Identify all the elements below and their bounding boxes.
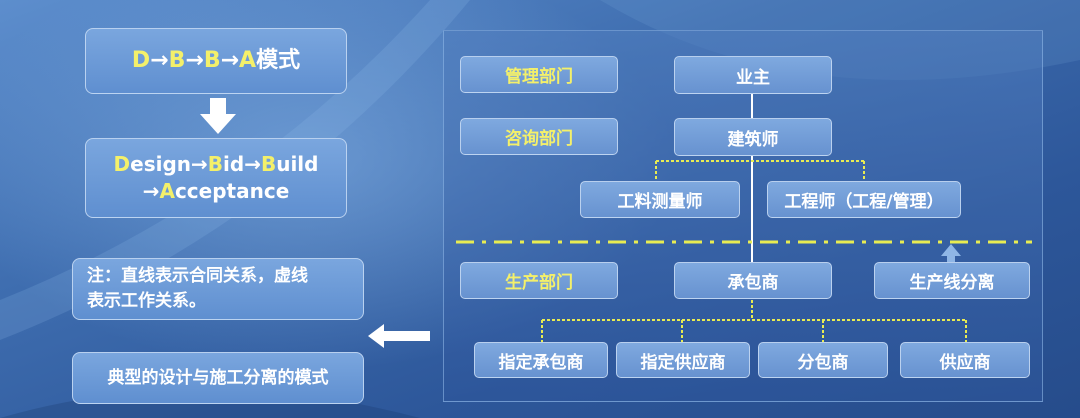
expand-text-esign: esign→ xyxy=(130,152,208,176)
contractor-label: 承包商 xyxy=(727,273,779,293)
production-dept-node: 生产部门 xyxy=(460,262,618,299)
expand-letter-a: A xyxy=(159,179,175,203)
note-box: 注：直线表示合同关系，虚线 表示工作关系。 xyxy=(72,258,364,320)
expand-letter-d: D xyxy=(113,152,131,176)
consulting-dept-label: 咨询部门 xyxy=(505,129,573,149)
engineer-node: 工程师（工程/管理） xyxy=(767,181,961,218)
supplier-label: 供应商 xyxy=(939,352,991,373)
expand-arrow-2: → xyxy=(142,179,160,203)
owner-label: 业主 xyxy=(736,67,770,88)
supplier-node: 供应商 xyxy=(900,342,1030,378)
nominated-contractor-label: 指定承包商 xyxy=(498,352,584,373)
quantity-surveyor-node: 工料测量师 xyxy=(580,181,740,218)
line-subcontractor-node: 生产线分离 xyxy=(874,262,1030,299)
title-letter-a: A xyxy=(239,48,257,73)
architect-label: 建筑师 xyxy=(727,129,779,150)
line-subcontractor-label: 生产线分离 xyxy=(909,273,995,293)
engineer-label: 工程师（工程/管理） xyxy=(784,192,944,212)
production-dept-label: 生产部门 xyxy=(505,273,573,293)
dbba-title-box: D→B→B→A模式 xyxy=(85,28,347,94)
expand-text-id: id→ xyxy=(223,152,261,176)
quantity-surveyor-label: 工料测量师 xyxy=(617,192,703,212)
expand-text-uild: uild xyxy=(276,152,319,176)
title-suffix: 模式 xyxy=(256,48,301,73)
contractor-node: 承包商 xyxy=(674,262,832,299)
dbba-expanded-box: Design→Bid→Build →Acceptance xyxy=(85,138,347,218)
management-dept-label: 管理部门 xyxy=(505,67,573,87)
caption-text: 典型的设计与施工分离的模式 xyxy=(107,368,329,388)
nominated-supplier-label: 指定供应商 xyxy=(640,352,726,373)
note-line-1: 注：直线表示合同关系，虚线 xyxy=(87,266,308,286)
left-arrow-icon xyxy=(368,324,430,348)
title-arrow-2: → xyxy=(185,48,204,73)
title-arrow-3: → xyxy=(220,48,240,73)
consulting-dept-node: 咨询部门 xyxy=(460,118,618,155)
subcontractor-label: 分包商 xyxy=(797,352,849,373)
nominated-contractor-node: 指定承包商 xyxy=(474,342,608,378)
note-line-2: 表示工作关系。 xyxy=(87,291,206,311)
subcontractor-node: 分包商 xyxy=(758,342,888,378)
expand-letter-b1: B xyxy=(207,152,224,176)
down-arrow-icon xyxy=(200,98,236,134)
title-letter-b1: B xyxy=(168,48,186,73)
management-dept-node: 管理部门 xyxy=(460,56,618,93)
owner-node: 业主 xyxy=(674,56,832,94)
expand-letter-b2: B xyxy=(260,152,277,176)
title-letter-d: D xyxy=(131,48,151,73)
caption-box: 典型的设计与施工分离的模式 xyxy=(72,352,364,404)
title-letter-b2: B xyxy=(203,48,221,73)
title-arrow-1: → xyxy=(150,48,169,73)
architect-node: 建筑师 xyxy=(674,118,832,156)
nominated-supplier-node: 指定供应商 xyxy=(616,342,750,378)
expand-text-cceptance: cceptance xyxy=(174,179,290,203)
